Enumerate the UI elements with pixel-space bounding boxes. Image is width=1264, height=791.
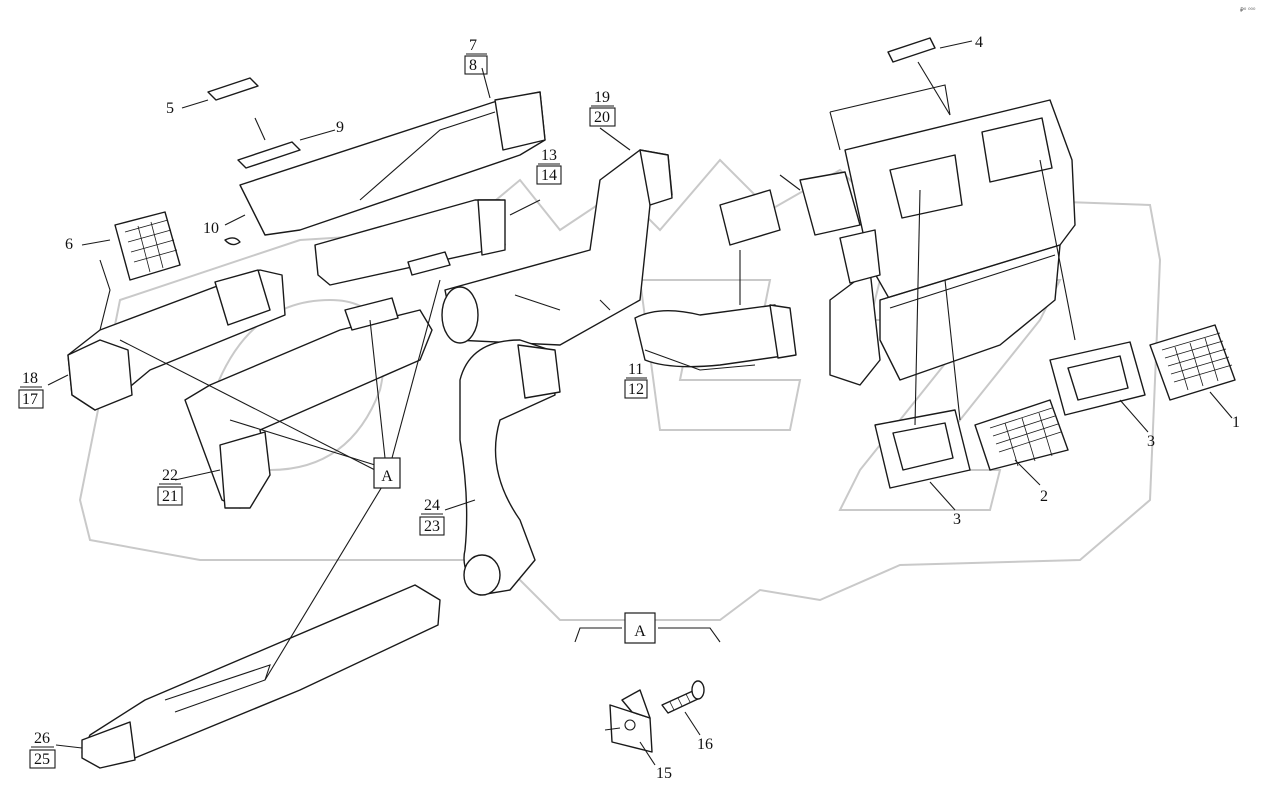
callout-4: 4	[975, 34, 983, 51]
cover-5	[207, 77, 259, 101]
callout-17: 17	[22, 391, 38, 408]
callout-12: 12	[628, 381, 644, 398]
callout-labels: 1 2 3 3 4 5 6 7 8 9 10 11 12 13 14 15 16…	[18, 34, 1240, 782]
svg-text:A: A	[634, 623, 646, 640]
section-marker-a-upper: A	[373, 457, 401, 489]
callout-9: 9	[336, 119, 344, 136]
callout-1: 1	[1232, 414, 1240, 431]
callout-15: 15	[656, 765, 672, 782]
callout-6: 6	[65, 236, 73, 253]
callout-16: 16	[697, 736, 713, 753]
callout-26: 26	[34, 730, 50, 747]
callout-8: 8	[469, 57, 477, 74]
callout-3-right: 3	[1147, 433, 1155, 450]
bracket-15	[609, 689, 653, 753]
callout-19: 19	[594, 89, 610, 106]
vent-bezel-3-left	[874, 409, 971, 489]
dashboard-panel	[719, 99, 1076, 386]
callout-14: 14	[541, 167, 557, 184]
vent-grille-2	[974, 399, 1069, 471]
callout-11: 11	[628, 361, 643, 378]
duct-11-12	[634, 304, 797, 368]
vent-cover-4	[887, 37, 936, 63]
callout-5: 5	[166, 100, 174, 117]
vent-bezel-3-right	[1049, 341, 1146, 416]
callout-25: 25	[34, 751, 50, 768]
callout-7: 7	[469, 37, 477, 54]
duct-25-26	[81, 584, 441, 769]
leader-lines	[47, 40, 1233, 766]
corner-mark: ₽⁰ ⁰⁰⁰	[1240, 7, 1256, 14]
callout-3-left: 3	[953, 511, 961, 528]
callout-20: 20	[594, 109, 610, 126]
cover-9	[237, 141, 301, 169]
callout-13: 13	[541, 147, 557, 164]
callout-2: 2	[1040, 488, 1048, 505]
callout-10: 10	[203, 220, 219, 237]
duct-17-18	[67, 269, 286, 411]
svg-text:A: A	[381, 468, 393, 485]
section-marker-a-lower: A	[624, 612, 656, 644]
duct-21-22	[184, 297, 433, 509]
duct-7-8	[239, 91, 546, 236]
duct-13-14	[314, 199, 506, 286]
callout-24: 24	[424, 497, 440, 514]
duct-23-24	[459, 339, 561, 596]
vent-grille-1	[1149, 324, 1236, 401]
vent-grille-6	[114, 211, 181, 281]
callout-22: 22	[162, 467, 178, 484]
callout-18: 18	[22, 370, 38, 387]
callout-21: 21	[162, 488, 178, 505]
screw-16	[661, 680, 705, 714]
callout-23: 23	[424, 518, 440, 535]
clip-10	[224, 237, 241, 246]
